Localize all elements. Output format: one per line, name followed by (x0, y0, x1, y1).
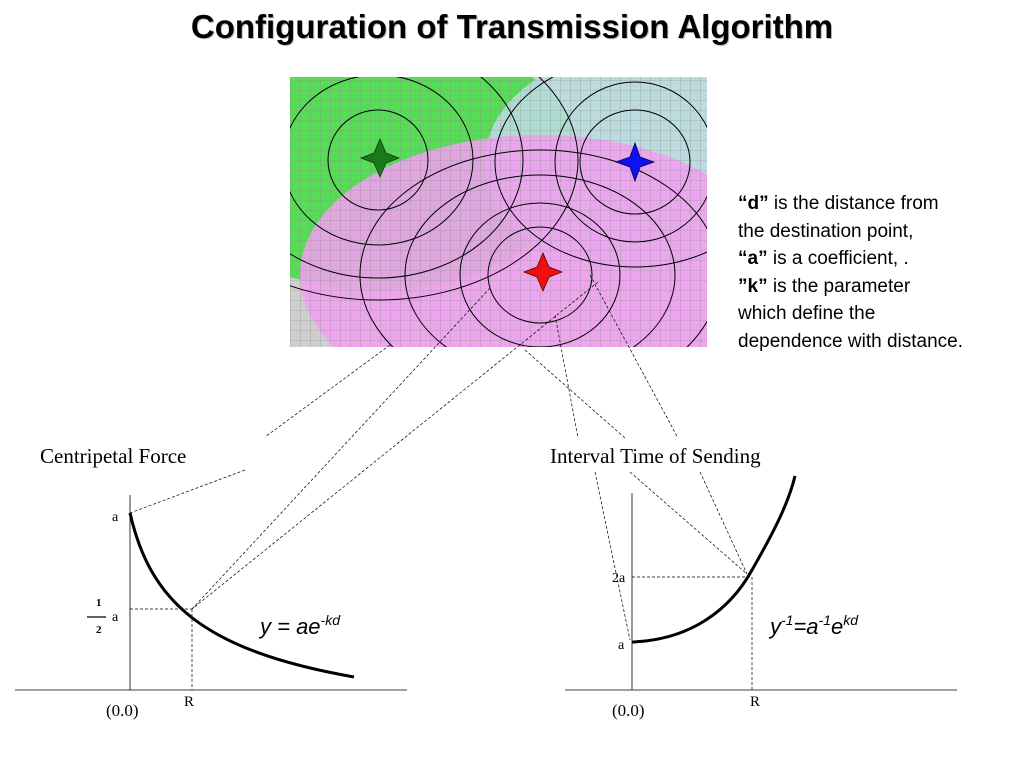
legend-text-k: is the parameter (767, 275, 911, 297)
connector-line (629, 471, 748, 575)
legend-line-k: ”k” is the parameter (738, 273, 1023, 301)
y-label-half-numerator: 1 (96, 597, 102, 609)
right-chart: Interval Time of Sending 2a a R (0.0) y-… (550, 444, 957, 720)
four-point-star-icon (614, 141, 656, 183)
slide-title: Configuration of Transmission Algorithm (190, 8, 834, 45)
legend-line-k3: dependence with distance. (738, 328, 1023, 356)
pink-ring-1 (487, 226, 593, 324)
connector-line (554, 314, 579, 439)
legend-text-k3: dependence with distance. (738, 330, 963, 352)
y-label-a: a (618, 638, 625, 653)
pink-ring-2 (459, 202, 621, 347)
coverage-map (290, 77, 707, 347)
green-ring-4 (290, 77, 579, 301)
map-markers (359, 137, 656, 293)
y-label-half-a: a (112, 610, 119, 625)
pink-ring-4 (359, 149, 707, 347)
legend-line-a: “a” is a coefficient, . (738, 245, 1023, 273)
connector-line (129, 469, 246, 514)
decay-curve (128, 512, 355, 679)
legend-term-k: ”k” (738, 275, 768, 297)
x-label-R: R (750, 694, 760, 710)
legend-line-d2: the destination point, (738, 218, 1023, 246)
green-ring-3 (290, 77, 524, 279)
y-label-2a: 2a (612, 571, 626, 586)
blue-ring-1 (579, 109, 691, 215)
legend-text-d: is the distance from (768, 193, 939, 214)
variable-legend: “d” is the distance from the destination… (738, 190, 1023, 355)
green-ring-2 (290, 77, 474, 246)
decay-formula: y = ae-kd (258, 612, 341, 639)
growth-formula: y-1=a-1ekd (768, 612, 859, 639)
connector-line (524, 349, 626, 439)
legend-text-k2: which define the (738, 303, 876, 324)
legend-term-a: “a” (738, 248, 768, 269)
blue-ring-3 (494, 77, 707, 268)
map-grid (290, 77, 707, 347)
connector-lines (129, 274, 748, 641)
connector-line (264, 344, 391, 438)
growth-curve (631, 475, 797, 644)
right-chart-title: Interval Time of Sending (550, 444, 761, 468)
left-chart-title: Centripetal Force (40, 444, 186, 468)
connector-line (191, 281, 599, 610)
pink-ring-3 (404, 174, 676, 347)
four-point-star-icon (522, 251, 564, 293)
y-label-a: a (112, 510, 119, 525)
legend-text-a: is a coefficient, . (767, 248, 909, 269)
connector-line (699, 471, 748, 575)
legend-text-d2: the destination point, (738, 220, 914, 242)
y-label-half-denominator: 2 (96, 624, 102, 636)
left-chart: Centripetal Force a 1 2 a R (0.0) y = ae… (15, 444, 407, 720)
blue-ring-2 (554, 81, 707, 243)
green-ring-1 (327, 109, 429, 211)
origin-label: (0.0) (106, 701, 139, 720)
connector-line (191, 287, 491, 610)
connector-line (594, 471, 631, 641)
x-label-R: R (184, 694, 194, 710)
origin-label: (0.0) (612, 701, 645, 720)
connector-line (589, 274, 679, 439)
legend-term-d: “d” (738, 193, 769, 214)
legend-line-d: “d” is the distance from (738, 190, 1023, 218)
four-point-star-icon (359, 137, 401, 179)
legend-line-k2: which define the (738, 300, 1023, 328)
